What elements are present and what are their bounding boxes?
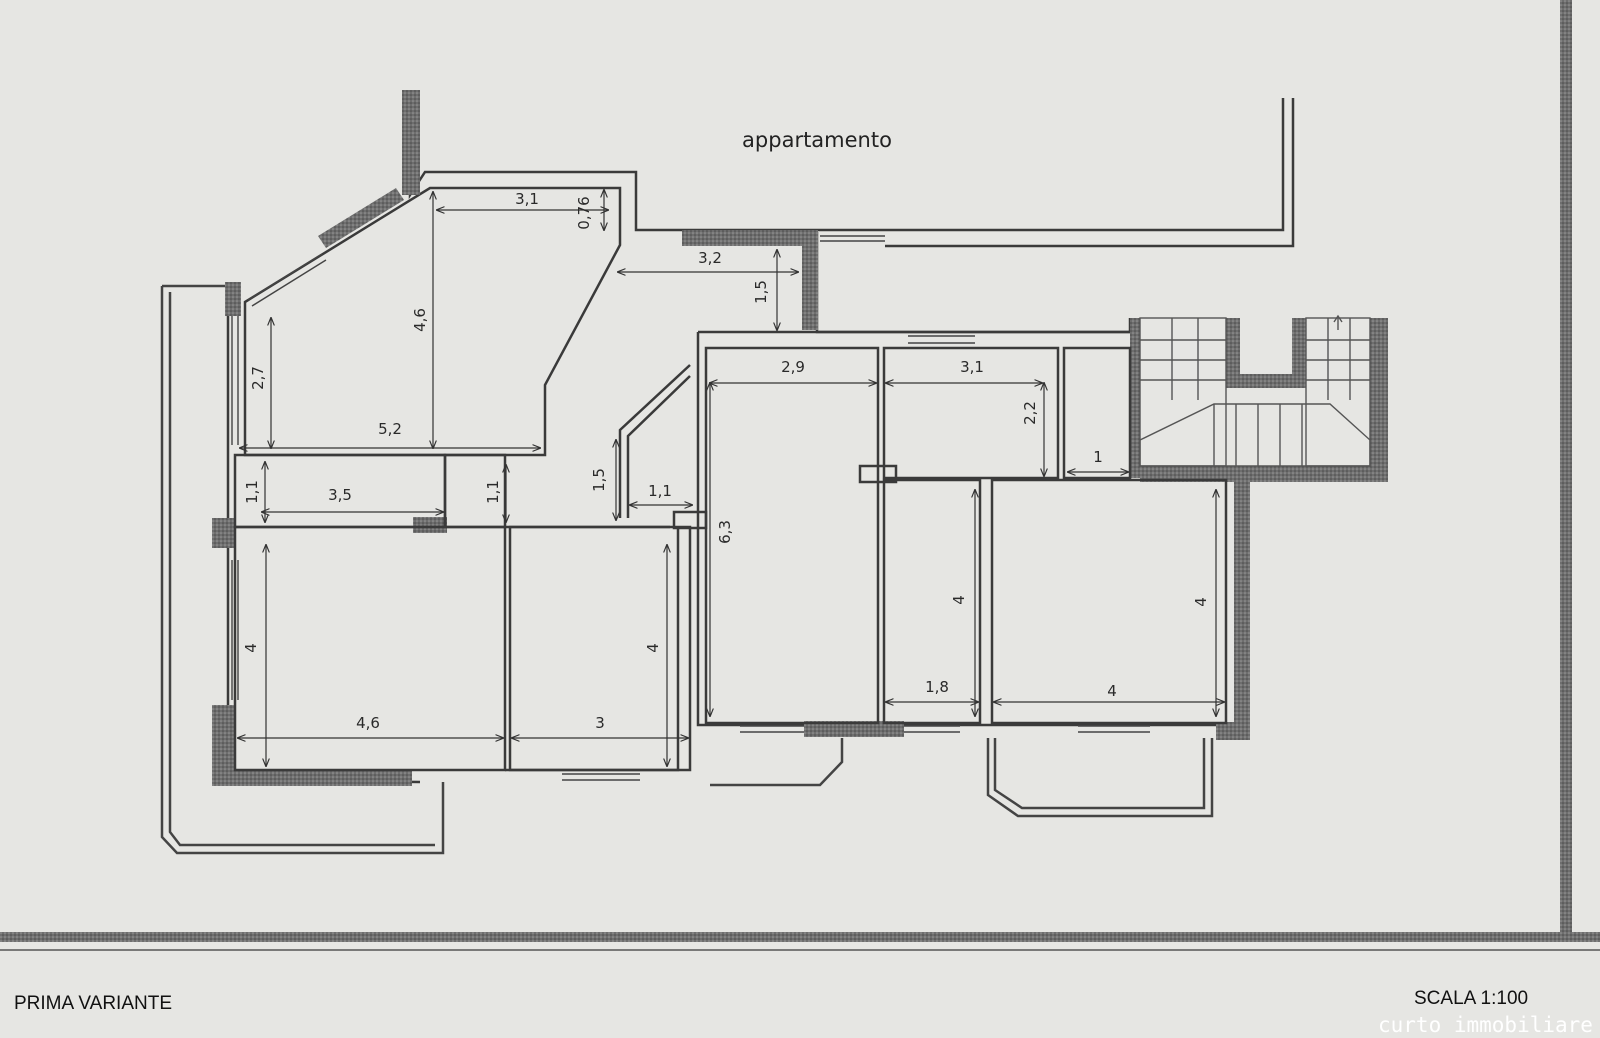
dim-4-room2: 4	[644, 643, 662, 653]
dimension-lines	[238, 190, 1224, 766]
variant-label: PRIMA VARIANTE	[14, 993, 172, 1014]
dim-1-5-top: 1,5	[752, 280, 770, 304]
dim-1-8: 1,8	[925, 678, 949, 696]
dim-3: 3	[595, 714, 605, 732]
dim-3-1-mid: 3,1	[960, 358, 984, 376]
dim-3-1-top: 3,1	[515, 190, 539, 208]
dim-3-2: 3,2	[698, 249, 722, 267]
dim-0-76: 0,76	[575, 196, 593, 229]
dim-4-6-vertical: 4,6	[411, 308, 429, 332]
dim-4-room4: 4	[950, 595, 968, 605]
dim-5-2: 5,2	[378, 420, 402, 438]
staircase	[1139, 314, 1371, 467]
dimension-labels: 3,1 0,76 4,6 2,7 5,2 3,2 1,5 1,1 3,5 1,1…	[242, 190, 1210, 732]
watermark: curto immobiliare	[1378, 1013, 1593, 1037]
dim-1-5-mid: 1,5	[590, 468, 608, 492]
dim-4-left-room: 4	[242, 643, 260, 653]
dim-1-1-hall: 1,1	[648, 482, 672, 500]
balconies	[160, 284, 1214, 855]
neighbour-label: appartamento	[742, 128, 892, 152]
dim-2-9: 2,9	[781, 358, 805, 376]
sheet-frame	[0, 0, 1600, 951]
dim-4-6-horizontal: 4,6	[356, 714, 380, 732]
dim-4-room5-horizontal: 4	[1107, 682, 1117, 700]
dim-1-1-mid: 1,1	[484, 480, 502, 504]
dim-2-7: 2,7	[249, 366, 267, 390]
dim-3-5: 3,5	[328, 486, 352, 504]
hatched-walls	[212, 90, 1388, 786]
dim-1: 1	[1093, 448, 1103, 466]
dim-2-2: 2,2	[1021, 401, 1039, 425]
dim-6-3: 6,3	[716, 520, 734, 544]
dim-1-1-left: 1,1	[243, 480, 261, 504]
dim-4-room5-vertical: 4	[1192, 597, 1210, 607]
interior-walls	[233, 346, 1228, 772]
window-openings	[231, 235, 1150, 781]
scale-label: SCALA 1:100	[1414, 988, 1528, 1009]
